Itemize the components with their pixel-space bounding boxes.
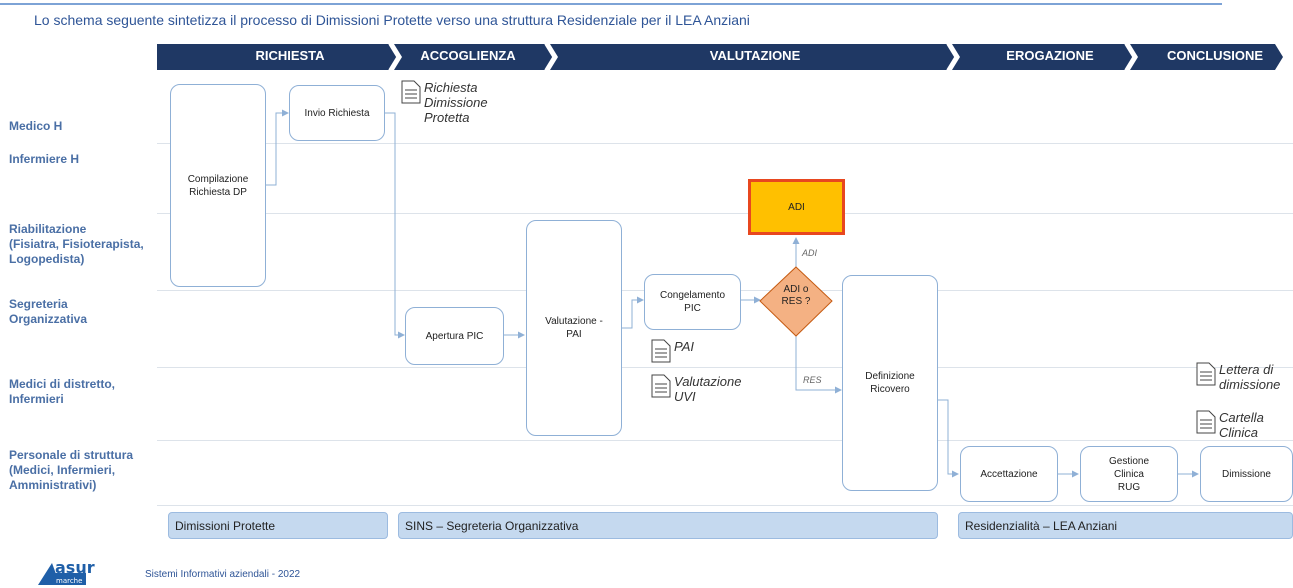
- lane-divider: [157, 213, 1293, 214]
- doc-pai: PAI: [651, 339, 694, 363]
- valutazione-pai-box: Valutazione -PAI: [526, 220, 622, 436]
- lane-divider: [157, 505, 1293, 506]
- lane-divider: [157, 440, 1293, 441]
- logo-main-text: asur: [55, 558, 95, 577]
- logo-sub-text: marche: [56, 577, 82, 585]
- document-icon: [1196, 410, 1216, 434]
- document-icon: [651, 374, 671, 398]
- document-icon: [1196, 362, 1216, 386]
- phase-bar: [157, 44, 1283, 70]
- role-segreteria: Segreteria Organizzativa: [9, 297, 88, 326]
- edge-label-adi: ADI: [802, 248, 818, 258]
- lane-divider: [157, 143, 1293, 144]
- role-infermiere-h: Infermiere H: [9, 152, 80, 166]
- dimissione-box: Dimissione: [1200, 446, 1293, 502]
- phase-conclusione: CONCLUSIONE: [1166, 48, 1264, 63]
- document-icon: [401, 80, 421, 104]
- asur-marche-logo: asur marche: [38, 558, 95, 585]
- phase-richiesta: RICHIESTA: [255, 48, 325, 63]
- document-icon: [651, 339, 671, 363]
- system-sins: SINS – Segreteria Organizzativa: [398, 512, 938, 539]
- role-riabilitazione: Riabilitazione (Fisiatra, Fisioterapista…: [9, 222, 144, 266]
- role-medici-distretto: Medici di distretto, Infermieri: [9, 377, 116, 406]
- system-residenzialita: Residenzialità – LEA Anziani: [958, 512, 1293, 539]
- adi-box: ADI: [748, 179, 845, 235]
- footer-text: Sistemi Informativi aziendali - 2022: [145, 569, 301, 580]
- apertura-pic-box: Apertura PIC: [405, 307, 504, 365]
- edge-label-res: RES: [803, 375, 822, 385]
- invio-richiesta-box: Invio Richiesta: [289, 85, 385, 141]
- phase-erogazione: EROGAZIONE: [1006, 48, 1094, 63]
- system-dimissioni-protette: Dimissioni Protette: [168, 512, 388, 539]
- phase-accoglienza: ACCOGLIENZA: [420, 48, 516, 63]
- lane-divider: [157, 367, 1293, 368]
- accettazione-box: Accettazione: [960, 446, 1058, 502]
- top-rule: [0, 3, 1222, 5]
- decision-diamond: [759, 266, 833, 337]
- intro-text: Lo schema seguente sintetizza il process…: [34, 12, 750, 28]
- role-medico-h: Medico H: [9, 119, 63, 133]
- role-personale-struttura: Personale di struttura (Medici, Infermie…: [9, 448, 134, 492]
- phase-valutazione: VALUTAZIONE: [709, 48, 801, 63]
